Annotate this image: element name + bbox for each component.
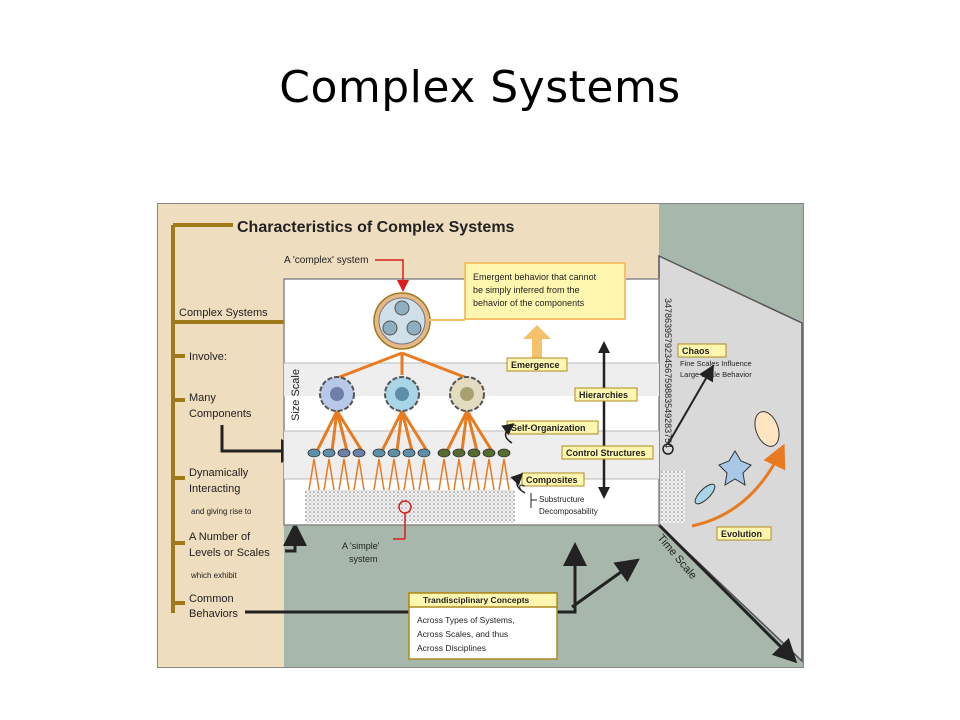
hierarchies-tag-label: Hierarchies bbox=[579, 390, 628, 400]
component-node bbox=[449, 376, 485, 412]
label-giving-rise: and giving rise to bbox=[191, 507, 252, 516]
control-structures-tag bbox=[561, 445, 654, 460]
label-behaviors: Behaviors bbox=[189, 608, 238, 620]
svg-text:Across Disciplines: Across Disciplines bbox=[417, 643, 486, 653]
evolution-shape-2 bbox=[718, 450, 752, 486]
time-scale-axis bbox=[657, 523, 798, 664]
slide-title: Complex Systems bbox=[279, 62, 681, 113]
label-complex-systems: Complex Systems bbox=[179, 307, 268, 319]
chaos-desc-1: Fine Scales Influence bbox=[680, 359, 752, 368]
size-scale-label: Size Scale bbox=[290, 369, 302, 421]
label-which-exhibit: which exhibit bbox=[190, 571, 238, 580]
emergent-behavior-box: Emergent behavior that cannot be simply … bbox=[464, 262, 626, 320]
svg-text:Characteristics of Complex Sys: Characteristics of Complex Systems bbox=[237, 219, 515, 236]
transdisciplinary-box: Trandisciplinary Concepts Across Types o… bbox=[408, 592, 558, 660]
label-involve: Involve: bbox=[189, 351, 227, 363]
evolution-tag bbox=[716, 526, 772, 541]
simple-system-label: A 'simple' bbox=[342, 541, 380, 551]
emergence-tag bbox=[506, 357, 568, 372]
complex-systems-figure: Characteristics of Complex Systems Compl… bbox=[157, 203, 804, 668]
svg-text:behavior of the components: behavior of the components bbox=[473, 298, 585, 308]
figure-heading: Characteristics of Complex Systems bbox=[173, 219, 515, 236]
scale-digits: 347863957923456759883549283754 bbox=[663, 298, 673, 448]
chaos-arrow bbox=[667, 364, 715, 445]
emergence-arrow bbox=[523, 325, 551, 361]
label-many: Many bbox=[189, 392, 216, 404]
chaos-tag-label: Chaos bbox=[682, 346, 710, 356]
components-arrow bbox=[220, 425, 305, 463]
chaos-desc-2: Large Scale Behavior bbox=[680, 370, 752, 379]
simple-dots bbox=[305, 490, 515, 523]
label-a-number-of: A Number of bbox=[189, 531, 251, 543]
svg-text:Emergent behavior that cannot: Emergent behavior that cannot bbox=[473, 272, 597, 282]
complex-system-label: A 'complex' system bbox=[284, 255, 368, 266]
label-interacting: Interacting bbox=[189, 483, 240, 495]
common-behaviors-arrow-2 bbox=[571, 558, 640, 609]
label-levels-scales: Levels or Scales bbox=[189, 547, 270, 559]
label-common: Common bbox=[189, 593, 234, 605]
evolution-tag-label: Evolution bbox=[721, 529, 762, 539]
component-node bbox=[319, 376, 355, 412]
control-structures-tag-label: Control Structures bbox=[566, 448, 646, 458]
decomposability-label: Decomposability bbox=[539, 507, 598, 516]
label-dynamically: Dynamically bbox=[189, 467, 249, 479]
svg-text:be simply inferred from the: be simply inferred from the bbox=[473, 285, 580, 295]
evolution-arrow bbox=[691, 443, 786, 528]
simple-system-label-2: system bbox=[349, 554, 378, 564]
component-node bbox=[384, 376, 420, 412]
components-row bbox=[307, 448, 511, 458]
complex-system-node bbox=[373, 292, 431, 350]
svg-text:Across Types of Systems,: Across Types of Systems, bbox=[417, 615, 515, 625]
label-components: Components bbox=[189, 408, 252, 420]
levels-arrow bbox=[283, 522, 307, 553]
common-behaviors-arrow bbox=[245, 542, 587, 614]
hierarchies-tag bbox=[574, 387, 638, 402]
time-dots bbox=[661, 471, 685, 523]
self-organization-tag-label: Self-Organization bbox=[511, 423, 586, 433]
composites-tag-label: Composites bbox=[526, 475, 578, 485]
svg-text:Across Scales, and thus: Across Scales, and thus bbox=[417, 629, 508, 639]
substructure-label: Substructure bbox=[539, 495, 585, 504]
emergence-tag-label: Emergence bbox=[511, 360, 560, 370]
evolution-shape-1 bbox=[694, 483, 716, 505]
complex-system-pointer bbox=[375, 259, 409, 292]
svg-text:Trandisciplinary Concepts: Trandisciplinary Concepts bbox=[423, 595, 530, 605]
chaos-tag bbox=[677, 343, 727, 358]
